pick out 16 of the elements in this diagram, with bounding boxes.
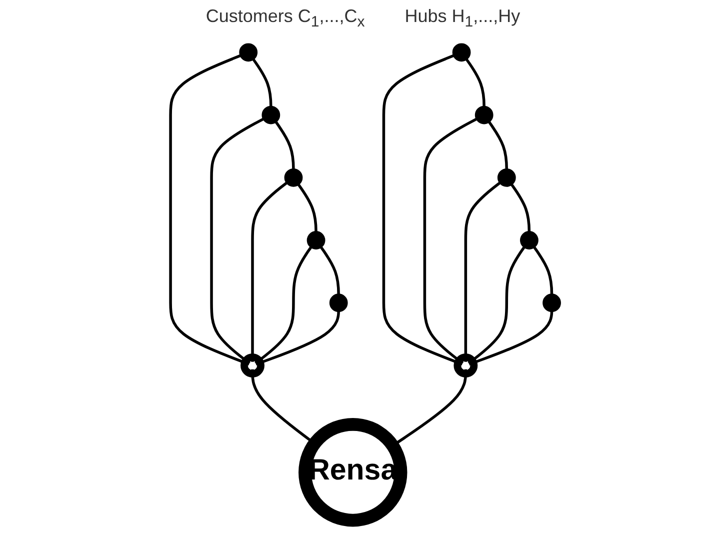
node-circle xyxy=(520,231,538,250)
node-circle xyxy=(474,106,494,124)
node-circle xyxy=(542,294,561,312)
connector xyxy=(382,52,463,366)
node-circle xyxy=(284,168,303,187)
node-circle xyxy=(239,43,258,62)
node-circle xyxy=(452,43,471,62)
node-circle xyxy=(454,354,478,378)
group-label: Customers C$_{1}$,...,C$_{x}$ xyxy=(206,6,365,33)
node-circle xyxy=(497,168,516,187)
node-circle xyxy=(262,106,280,124)
node-circle xyxy=(329,294,348,312)
connector xyxy=(169,52,250,366)
node-circle xyxy=(306,231,326,250)
node-circle xyxy=(240,354,264,378)
group-label: Hubs H$_{1}$,...,Hy xyxy=(404,6,520,33)
